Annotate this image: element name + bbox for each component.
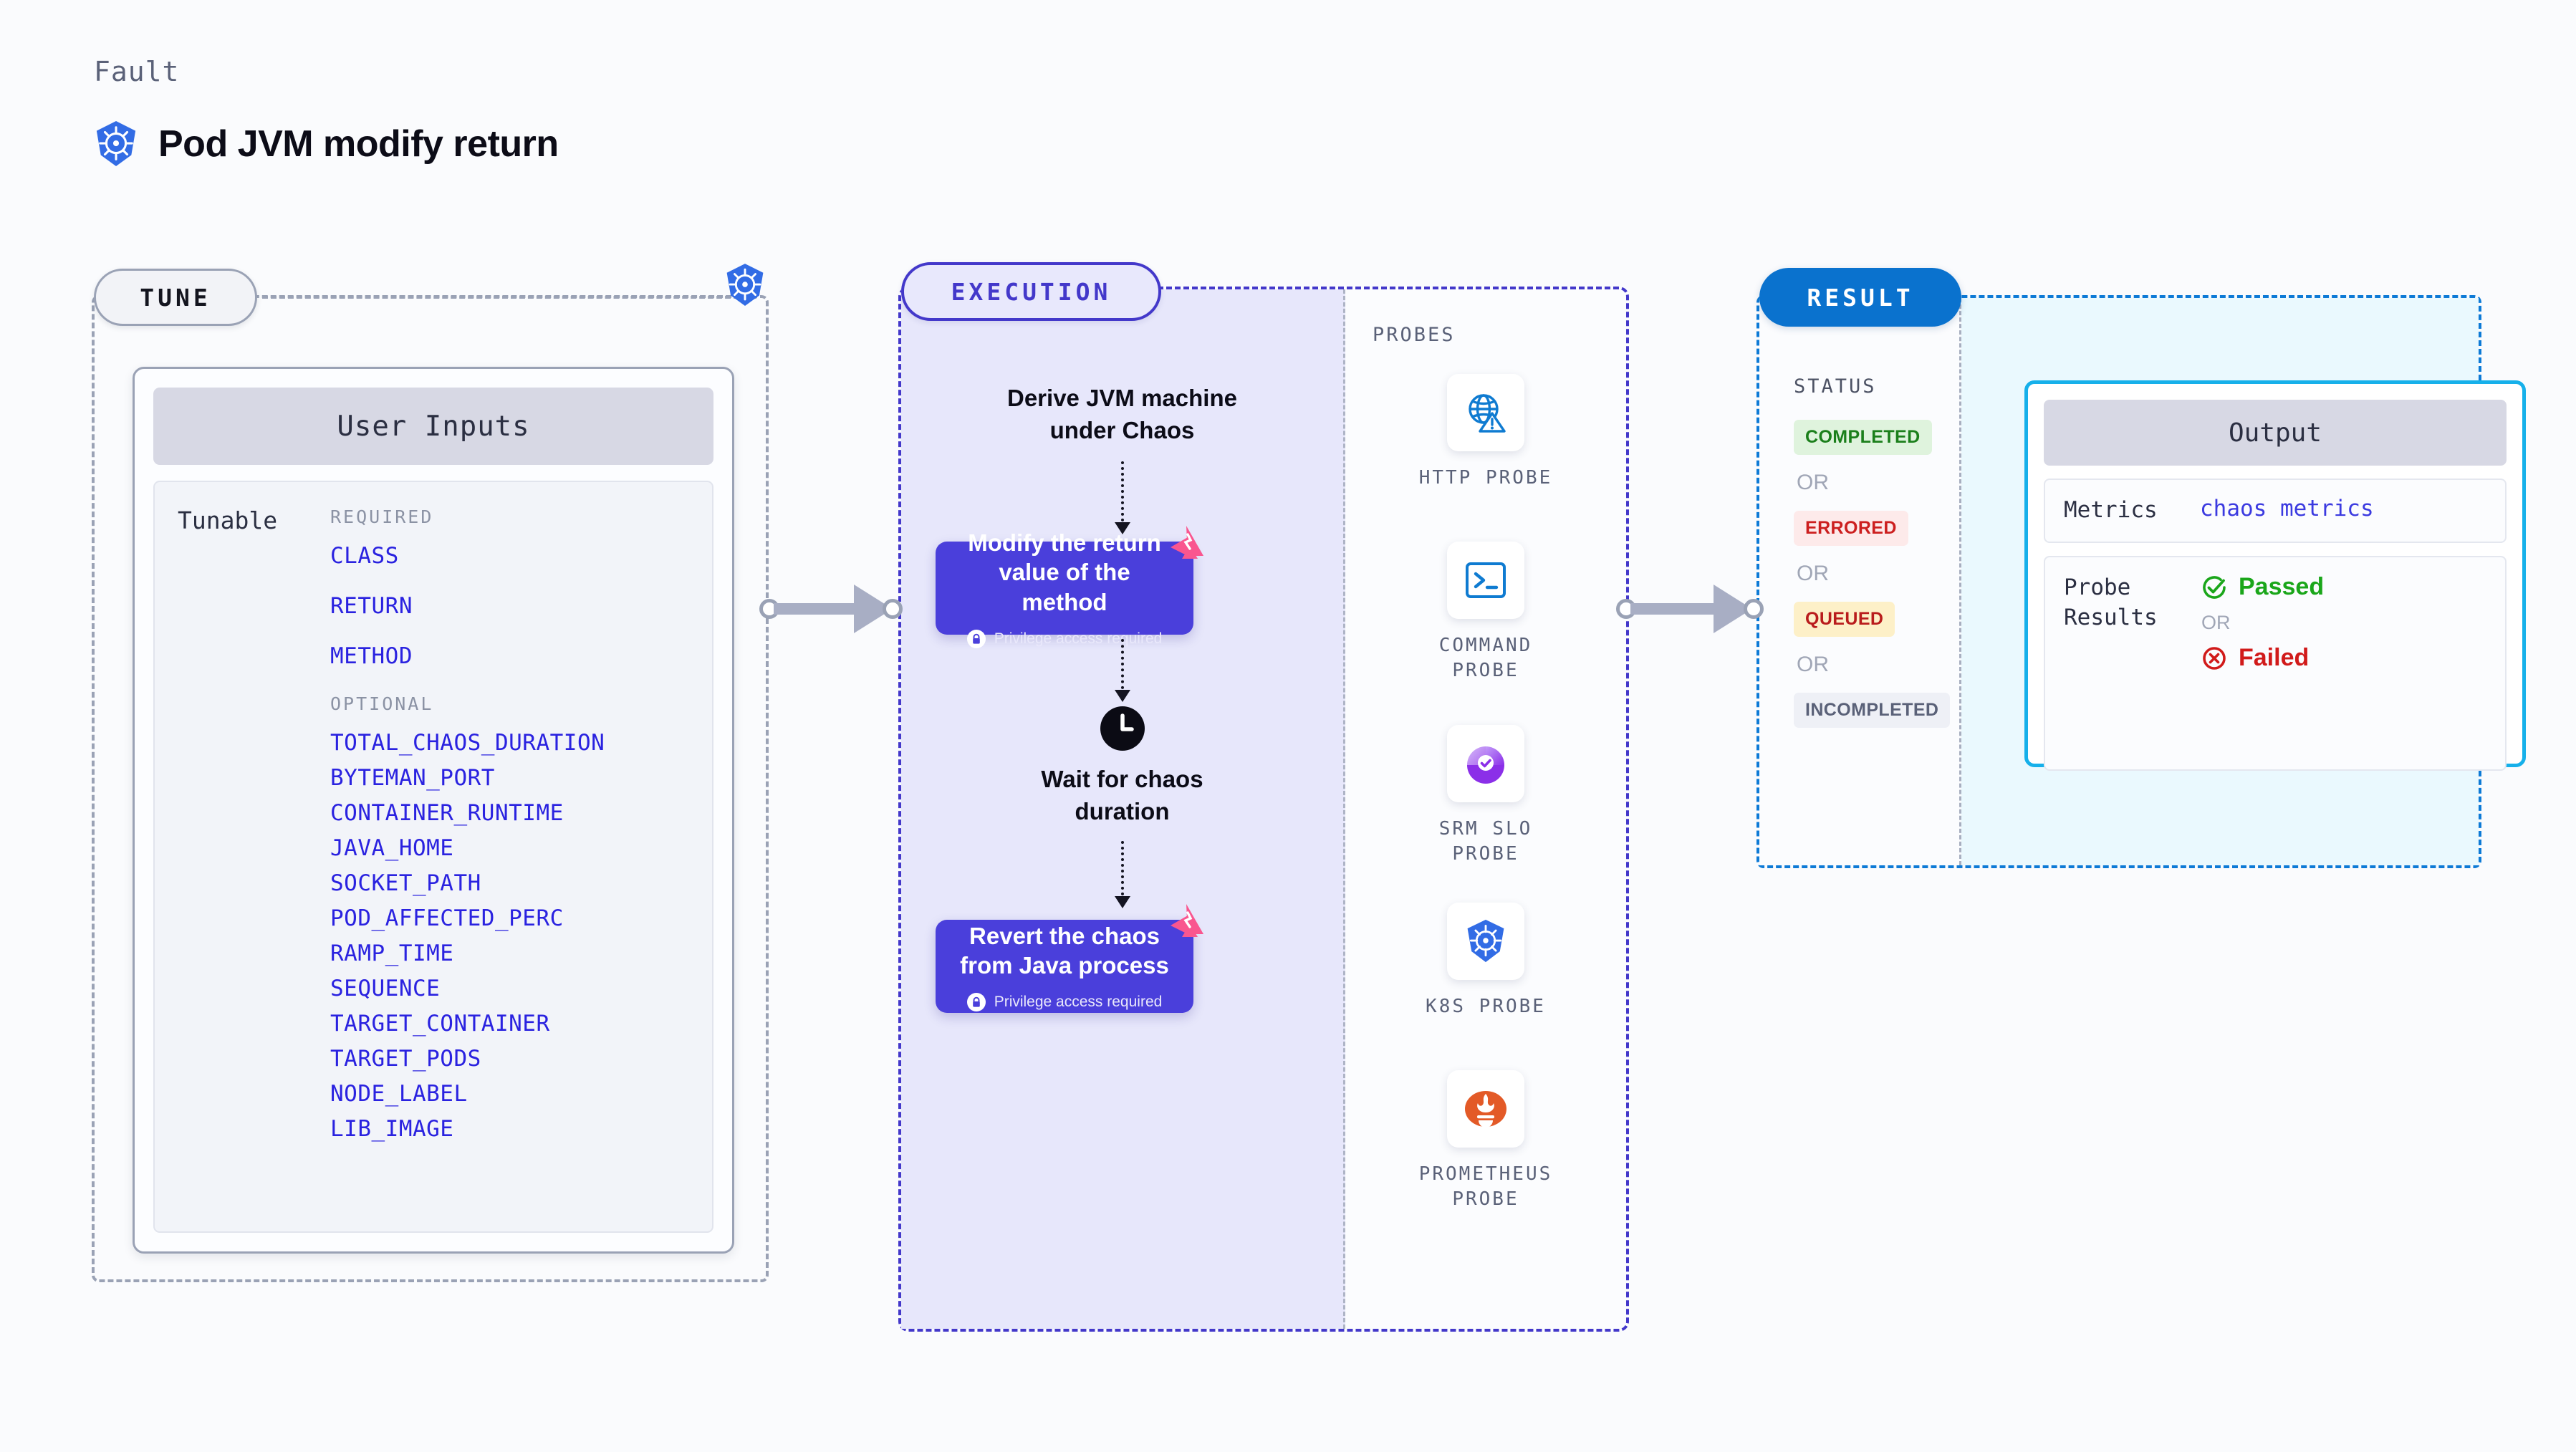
connector-execution-to-result <box>1616 580 1764 638</box>
privilege-notice: Privilege access required <box>966 993 1163 1012</box>
metrics-value[interactable]: chaos metrics <box>2200 496 2374 521</box>
privilege-notice: Privilege access required <box>966 629 1163 648</box>
terminal-icon <box>1447 542 1524 619</box>
tunable-item[interactable]: METHOD <box>330 643 413 669</box>
tunable-item[interactable]: POD_AFFECTED_PERC <box>330 905 564 931</box>
privilege-text: Privilege access required <box>994 630 1163 647</box>
or-separator: OR <box>1797 471 1829 494</box>
flow-arrow <box>1114 841 1130 908</box>
probe-label: COMMAND PROBE <box>1438 635 1533 682</box>
privilege-text: Privilege access required <box>994 994 1163 1011</box>
flow-arrow <box>1114 639 1130 702</box>
clock-icon <box>1100 706 1145 754</box>
status-label: STATUS <box>1794 375 1877 398</box>
tunable-item[interactable]: TARGET_CONTAINER <box>330 1011 550 1037</box>
lock-icon <box>966 993 986 1012</box>
metrics-row: Metrics chaos metrics <box>2044 479 2507 543</box>
probe-prometheus[interactable]: PROMETHEUS PROBE <box>1345 1070 1626 1212</box>
tunable-item[interactable]: SEQUENCE <box>330 976 441 1001</box>
probes-label: PROBES <box>1373 324 1456 346</box>
or-separator: OR <box>2201 611 2231 633</box>
probe-label: SRM SLO PROBE <box>1438 818 1533 865</box>
probe-results-key: Probe Results <box>2064 574 2158 630</box>
probe-result-passed: Passed <box>2200 573 2324 602</box>
page-header: Pod JVM modify return <box>94 120 559 168</box>
tunable-item[interactable]: TOTAL_CHAOS_DURATION <box>330 730 605 756</box>
passed-label: Passed <box>2239 573 2325 601</box>
tunable-item[interactable]: SOCKET_PATH <box>330 870 481 896</box>
execution-step-derive: Derive JVM machine under Chaos <box>1007 385 1237 443</box>
slo-gauge-icon <box>1447 725 1524 802</box>
required-group-label: REQUIRED <box>330 506 434 527</box>
or-separator: OR <box>1797 653 1829 676</box>
status-badge: ERRORED <box>1794 511 1908 546</box>
litmus-logo-icon <box>1166 901 1206 945</box>
execution-panel: Derive JVM machine under Chaos Modify th… <box>898 287 1629 1332</box>
execution-step-wait: Wait for chaos duration <box>1041 766 1203 824</box>
probe-result-failed: Failed <box>2200 644 2324 673</box>
result-pill[interactable]: RESULT <box>1759 268 1961 327</box>
output-column: Output Metrics chaos metrics Probe Resul… <box>1961 298 2526 865</box>
metrics-key: Metrics <box>2064 497 2158 523</box>
lock-icon <box>966 629 986 648</box>
probe-srm-slo[interactable]: SRM SLO PROBE <box>1345 725 1626 867</box>
x-circle-icon <box>2203 647 2226 670</box>
tunable-item[interactable]: CLASS <box>330 543 399 569</box>
probe-http[interactable]: HTTP PROBE <box>1345 374 1626 491</box>
tunable-section: Tunable REQUIRED CLASS RETURN METHOD OPT… <box>153 481 713 1233</box>
connector-tune-to-execution <box>759 580 903 638</box>
probe-label: HTTP PROBE <box>1418 467 1553 489</box>
tunable-label: Tunable <box>178 506 278 534</box>
user-inputs-title: User Inputs <box>153 388 713 465</box>
kubernetes-icon <box>1447 903 1524 980</box>
status-badge: QUEUED <box>1794 602 1895 637</box>
prometheus-icon <box>1447 1070 1524 1148</box>
tune-connector-line <box>262 296 756 299</box>
tunable-item[interactable]: CONTAINER_RUNTIME <box>330 800 564 826</box>
result-panel: STATUS COMPLETED OR ERRORED OR QUEUED OR… <box>1756 295 2526 868</box>
execution-card-revert[interactable]: Revert the chaos from Java process Privi… <box>936 904 1203 1013</box>
tune-pill[interactable]: TUNE <box>94 269 257 326</box>
flow-arrow <box>1114 461 1130 534</box>
execution-card-title: Revert the chaos from Java process <box>960 922 1169 979</box>
tunable-item[interactable]: RETURN <box>330 593 413 619</box>
tunable-item[interactable]: TARGET_PODS <box>330 1046 481 1072</box>
execution-pill[interactable]: EXECUTION <box>901 262 1161 321</box>
optional-tunables-list: TOTAL_CHAOS_DURATION BYTEMAN_PORT CONTAI… <box>330 730 712 1142</box>
status-list: COMPLETED OR ERRORED OR QUEUED OR INCOMP… <box>1794 420 1951 728</box>
status-badge: COMPLETED <box>1794 420 1932 455</box>
page-title: Pod JVM modify return <box>158 123 559 165</box>
tunable-item[interactable]: JAVA_HOME <box>330 835 454 861</box>
kubernetes-icon <box>94 120 138 168</box>
probe-results-row: Probe Results Passed OR <box>2044 555 2507 771</box>
status-badge: INCOMPLETED <box>1794 693 1951 728</box>
probe-label: PROMETHEUS PROBE <box>1418 1163 1553 1211</box>
execution-column: Derive JVM machine under Chaos Modify th… <box>901 289 1345 1329</box>
tunable-item[interactable]: BYTEMAN_PORT <box>330 765 495 791</box>
status-column: STATUS COMPLETED OR ERRORED OR QUEUED OR… <box>1759 298 1961 865</box>
probes-column: PROBES HTTP PROBE <box>1345 289 1626 1329</box>
user-inputs-card: User Inputs Tunable REQUIRED CLASS RETUR… <box>133 367 734 1254</box>
probe-command[interactable]: COMMAND PROBE <box>1345 542 1626 683</box>
output-title: Output <box>2044 400 2507 466</box>
execution-card-modify[interactable]: Modify the return value of the method Pr… <box>936 526 1203 648</box>
check-circle-icon <box>2203 576 2226 599</box>
globe-warning-icon <box>1447 374 1524 451</box>
optional-group-label: OPTIONAL <box>330 693 434 714</box>
litmus-logo-icon <box>1166 523 1206 567</box>
output-card: Output Metrics chaos metrics Probe Resul… <box>2024 380 2526 771</box>
tunable-item[interactable]: RAMP_TIME <box>330 941 454 966</box>
tunable-item[interactable]: LIB_IMAGE <box>330 1116 454 1142</box>
kubernetes-icon <box>724 263 766 311</box>
probe-k8s[interactable]: K8S PROBE <box>1345 903 1626 1019</box>
or-separator: OR <box>1797 562 1829 585</box>
page-eyebrow: Fault <box>94 56 180 87</box>
required-tunables-list: CLASS RETURN METHOD <box>330 543 712 669</box>
probe-label: K8S PROBE <box>1426 996 1546 1017</box>
failed-label: Failed <box>2239 644 2310 672</box>
tunable-item[interactable]: NODE_LABEL <box>330 1081 468 1107</box>
execution-card-title: Modify the return value of the method <box>968 529 1161 615</box>
